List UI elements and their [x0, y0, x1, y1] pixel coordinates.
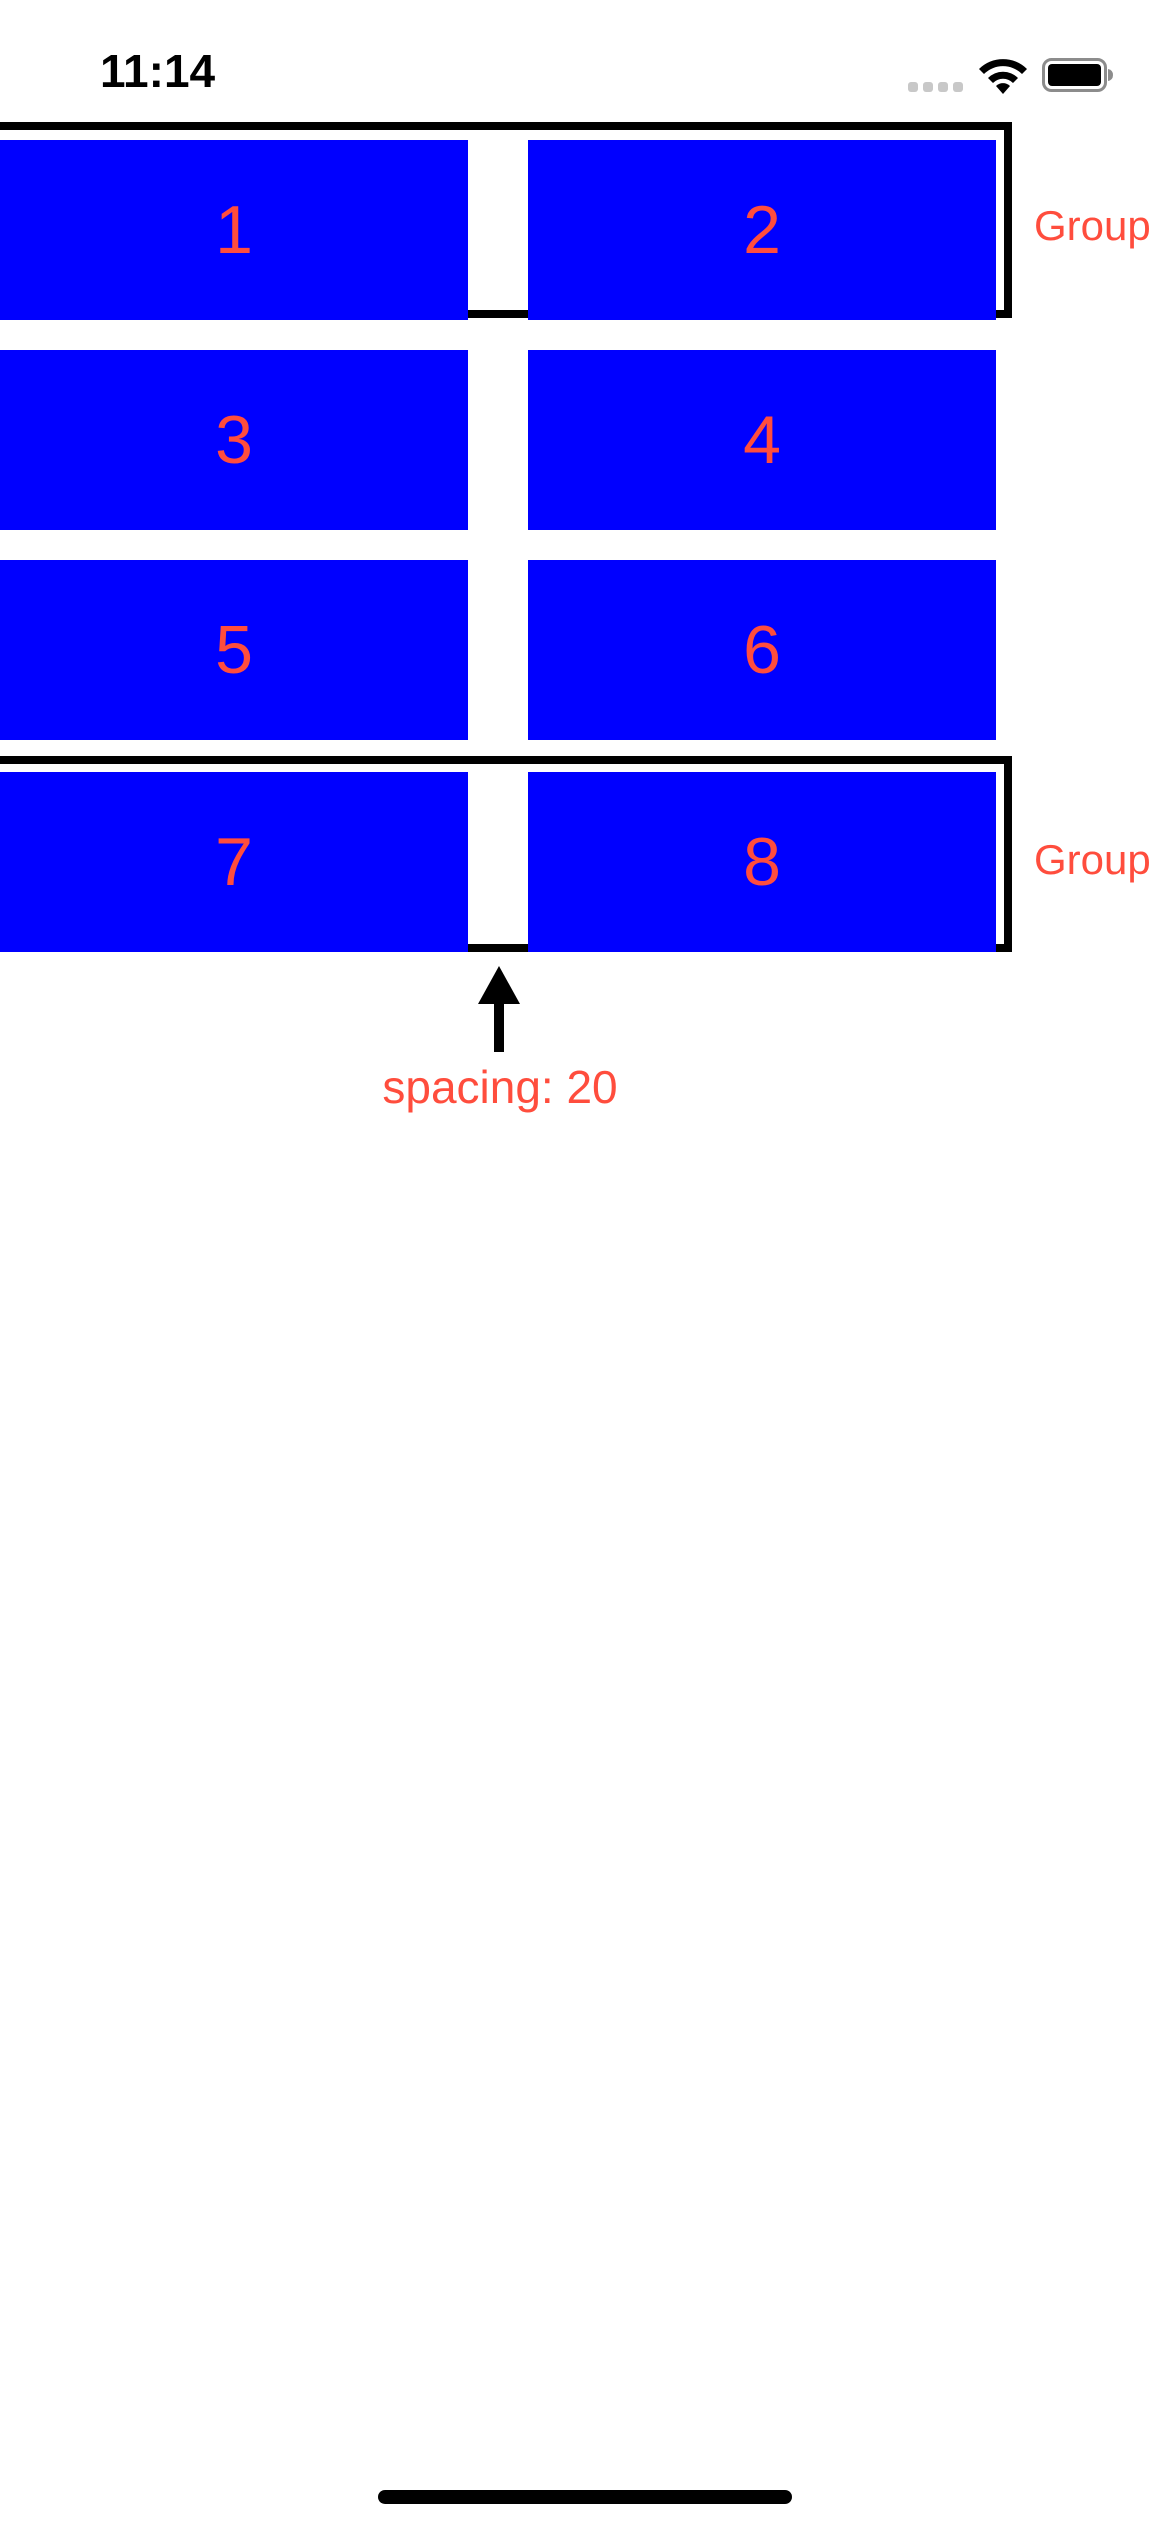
cell-3: 3 — [0, 350, 468, 530]
group-frame-bottom — [0, 756, 1012, 952]
cell-5: 5 — [0, 560, 468, 740]
group-label-top: Group — [1034, 202, 1151, 249]
cellular-signal-icon — [908, 82, 964, 92]
cell-7: 7 — [0, 772, 468, 952]
cell-4: 4 — [528, 350, 996, 530]
status-time: 11:14 — [100, 45, 216, 97]
spacing-label: spacing: 20 — [382, 1061, 618, 1113]
group-frame-top — [0, 122, 1012, 318]
group-label-bottom: Group — [1034, 836, 1151, 883]
cell-8: 8 — [528, 772, 996, 952]
cell-6: 6 — [528, 560, 996, 740]
cell-1: 1 — [0, 140, 468, 320]
home-indicator[interactable] — [378, 2490, 792, 2504]
cell-2: 2 — [528, 140, 996, 320]
wifi-icon — [979, 59, 1027, 94]
arrow-up-icon — [478, 966, 520, 1052]
status-bar: 11:14 — [0, 0, 1170, 150]
battery-icon — [1042, 58, 1113, 92]
